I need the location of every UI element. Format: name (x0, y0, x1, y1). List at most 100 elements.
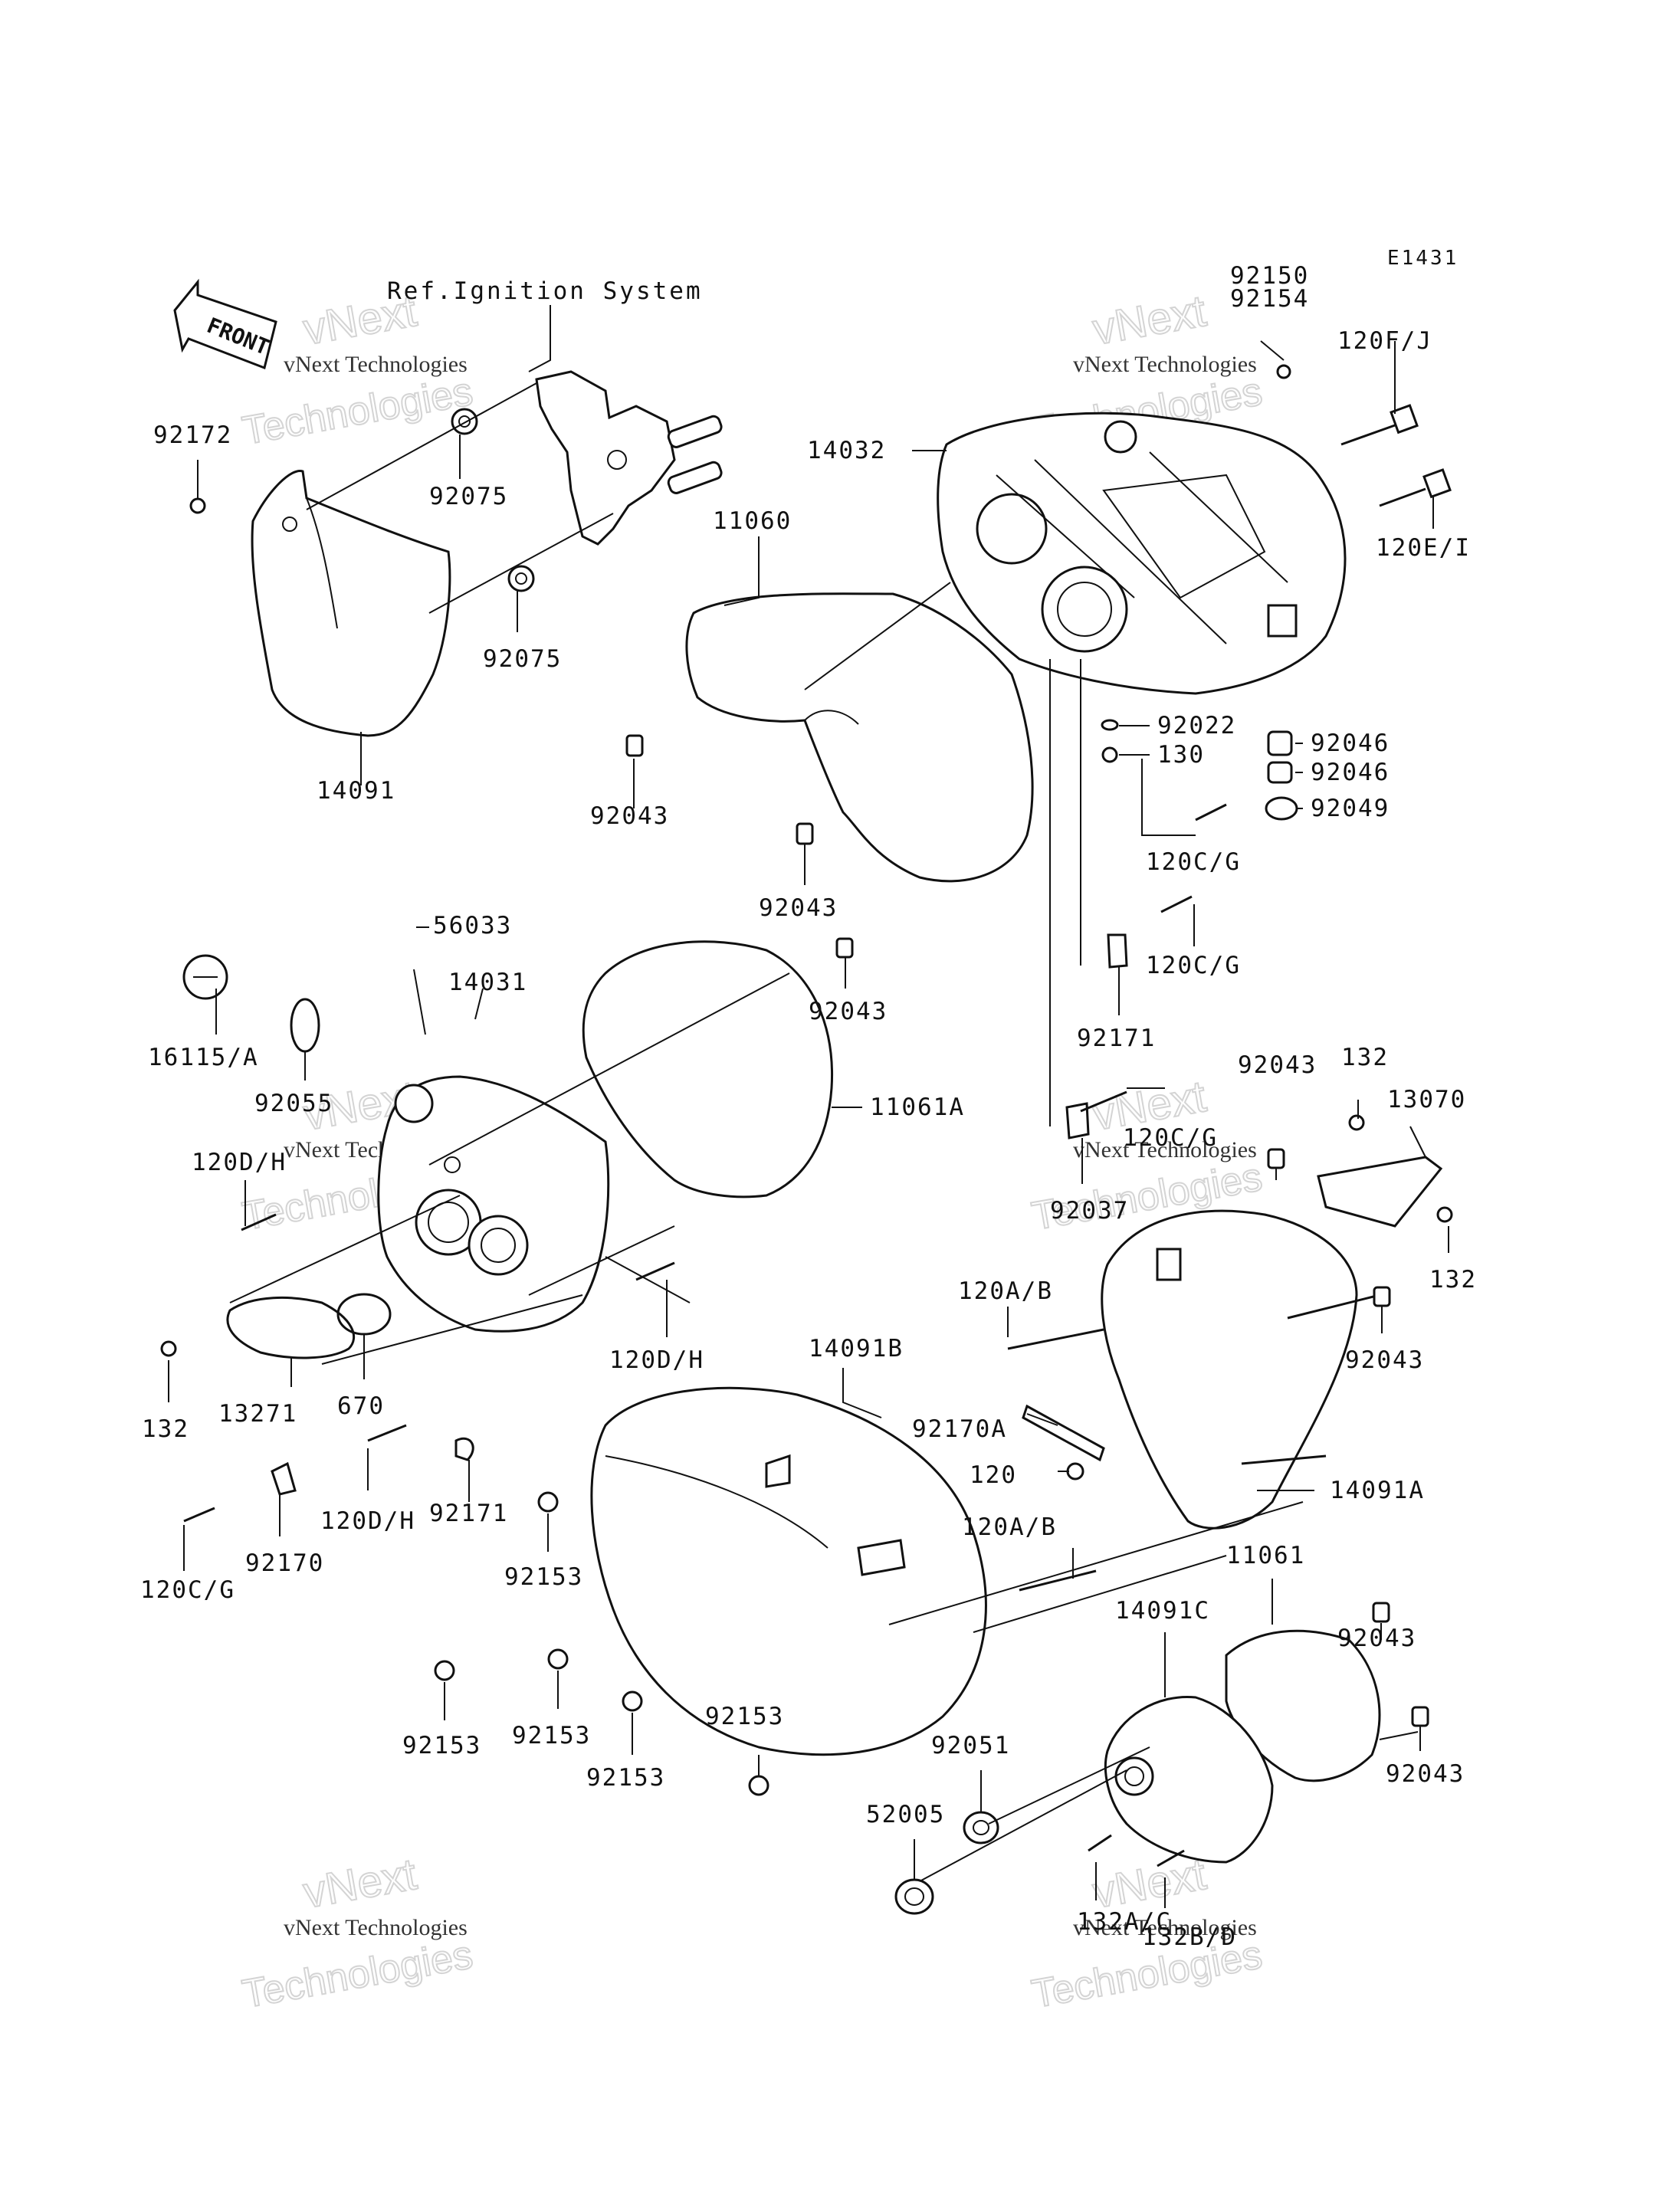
label-92153-c: 92153 (512, 1722, 591, 1749)
label-16115a: 16115/A (148, 1044, 259, 1071)
label-120dh-c: 120D/H (320, 1507, 415, 1535)
label-56033: 56033 (433, 912, 512, 939)
label-92055: 92055 (254, 1090, 333, 1117)
cover-14091b-tab (857, 1539, 906, 1576)
dowel-92043-b (796, 822, 814, 845)
label-120fj: 120F/J (1337, 327, 1432, 355)
watermark-vnext-technologies: vNext Technologies (1073, 1137, 1257, 1162)
bolt-120fj (1340, 424, 1396, 446)
label-120cg-d: 120C/G (140, 1576, 235, 1604)
label-132-c: 132 (142, 1415, 189, 1443)
label-120cg-a: 120C/G (1146, 848, 1241, 876)
bracket-hole (607, 450, 627, 470)
label-14091: 14091 (317, 777, 395, 805)
label-13070: 13070 (1387, 1086, 1466, 1113)
label-92170: 92170 (245, 1549, 324, 1577)
label-92043-g: 92043 (1386, 1760, 1465, 1788)
bolt-92153-e (748, 1775, 769, 1796)
gasket-11061 (1225, 1629, 1381, 1782)
bracket-pin-a (667, 415, 723, 448)
bolt-120cg-b (1160, 895, 1193, 913)
label-11061: 11061 (1226, 1542, 1305, 1569)
screw-92172-icon (189, 497, 206, 514)
watermark-bottom-left: vNext vNext Technologies Technologies (238, 1848, 477, 2018)
dowel-92043-g (1411, 1706, 1429, 1727)
label-92075-b: 92075 (483, 645, 562, 673)
watermark-technologies: Technologies (239, 369, 476, 454)
bolt-130 (1101, 746, 1118, 763)
diagram-code: E1431 (1387, 247, 1459, 270)
label-92022: 92022 (1157, 712, 1236, 739)
dowel-92043-c (835, 937, 854, 959)
oring-92055 (290, 998, 320, 1053)
cover-14091-hole (282, 516, 297, 532)
watermark-vnext-technologies: vNext Technologies (284, 352, 468, 377)
bracket-pin-b (667, 461, 723, 494)
bolt-120dh-a (241, 1213, 277, 1231)
bolt-120ab-b (1019, 1569, 1097, 1592)
label-670: 670 (337, 1392, 385, 1420)
strap-92170a (1022, 1404, 1105, 1462)
part-labels: 92172 92075 92075 14091 92150 92154 120F… (140, 262, 1477, 1951)
label-14091c: 14091C (1115, 1597, 1210, 1625)
label-120dh-b: 120D/H (609, 1346, 704, 1374)
dowel-92043-a (625, 734, 644, 757)
cover-14032-plug (1104, 420, 1137, 454)
bolt-92153-a (537, 1491, 559, 1513)
label-14031: 14031 (448, 969, 527, 996)
dowel-92043-e (1373, 1286, 1391, 1307)
label-92049: 92049 (1311, 795, 1390, 822)
plate-13271 (226, 1296, 356, 1359)
label-92153-e: 92153 (705, 1703, 784, 1730)
label-92172: 92172 (153, 421, 232, 449)
label-52005: 52005 (866, 1801, 945, 1828)
bolt-132-b (1348, 1114, 1365, 1131)
label-92153-b: 92153 (402, 1732, 481, 1759)
label-14032: 14032 (807, 437, 886, 464)
bracket-13070 (1317, 1156, 1443, 1228)
label-11060: 11060 (713, 507, 792, 535)
label-130: 130 (1157, 741, 1205, 769)
seal-92051 (963, 1811, 999, 1844)
bolt-120cg-c (183, 1507, 215, 1523)
label-120cg-b: 120C/G (1146, 952, 1241, 979)
cover-14091 (251, 469, 451, 737)
bolt-120dh-c (367, 1424, 407, 1442)
gasket-11061a (582, 940, 834, 1199)
bolt-132-a (160, 1340, 177, 1357)
seal-52005 (894, 1878, 934, 1915)
cover-14091-edge (306, 497, 338, 629)
cover-14031-port (394, 1084, 434, 1123)
watermark-vnext: vNext (300, 1849, 420, 1918)
cover-14032 (937, 412, 1347, 695)
bolt-92153-d (622, 1690, 643, 1712)
label-120: 120 (970, 1461, 1017, 1489)
grommet-92075-b (507, 565, 535, 592)
ref-ignition-system-note: Ref.Ignition System (387, 277, 703, 305)
watermark-vnext-technologies: vNext Technologies (1073, 1915, 1257, 1940)
watermark-vnext: vNext (1089, 286, 1209, 355)
label-92043-c: 92043 (809, 998, 888, 1025)
dowel-92043-f (1372, 1602, 1390, 1623)
cover-14091c (1104, 1695, 1274, 1864)
label-92043-b: 92043 (759, 894, 838, 922)
cover-14032-boss (976, 493, 1048, 565)
dowel-92043-d (1267, 1148, 1285, 1169)
clamp-92037 (1065, 1102, 1090, 1139)
label-92153-a: 92153 (504, 1563, 583, 1591)
watermark-vnext-technologies: vNext Technologies (1073, 352, 1257, 377)
bolt-120 (1066, 1462, 1084, 1481)
label-92046-b: 92046 (1311, 759, 1390, 786)
label-92043-d: 92043 (1238, 1051, 1317, 1079)
watermark-vnext-technologies: vNext Technologies (284, 1915, 468, 1940)
grommet-92075-a (451, 408, 478, 435)
bolt-132bd (1157, 1849, 1185, 1867)
washer-92022 (1101, 719, 1119, 731)
label-11061a: 11061A (870, 1094, 965, 1121)
label-92153-d: 92153 (586, 1764, 665, 1792)
label-92154: 92154 (1230, 285, 1309, 313)
cover-14091c-boss (1114, 1756, 1154, 1796)
label-132-b: 132 (1429, 1266, 1477, 1294)
seal-92049 (1265, 796, 1298, 821)
